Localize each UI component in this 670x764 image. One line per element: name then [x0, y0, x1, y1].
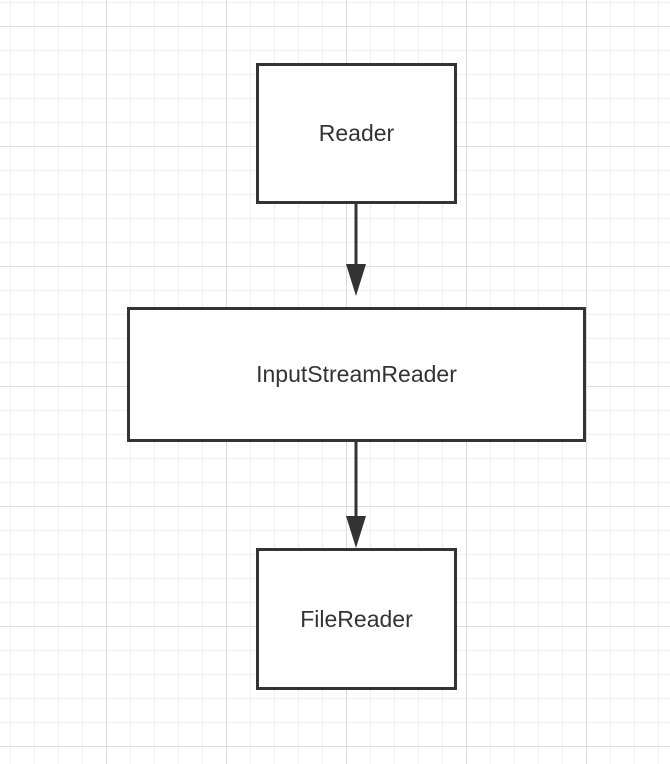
node-file-reader[interactable]: FileReader [256, 548, 457, 690]
node-input-stream-reader[interactable]: InputStreamReader [127, 307, 586, 442]
node-label: InputStreamReader [256, 361, 457, 387]
edge-reader-to-input-stream-reader [346, 204, 366, 296]
arrowhead-icon [346, 264, 366, 296]
node-label: FileReader [300, 605, 413, 632]
node-reader[interactable]: Reader [256, 63, 457, 204]
node-label: Reader [318, 120, 395, 146]
arrowhead-icon [346, 516, 366, 548]
edge-input-stream-reader-to-file-reader [346, 442, 366, 548]
